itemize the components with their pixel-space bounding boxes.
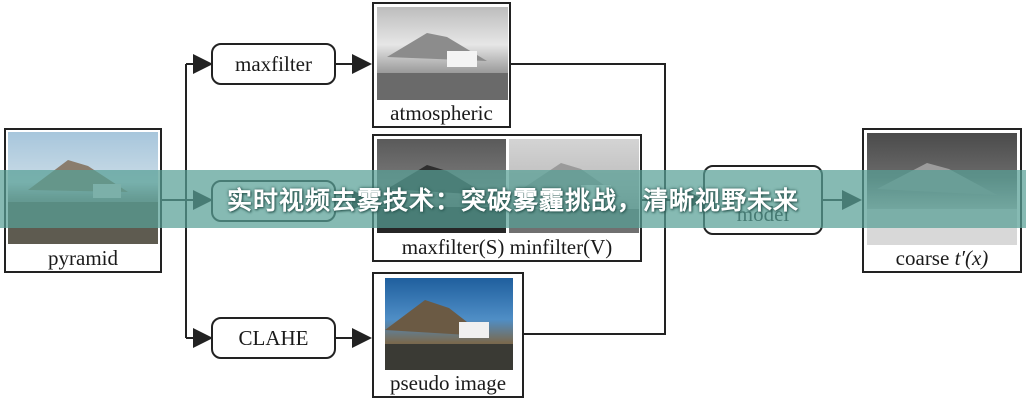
clahe-node: CLAHE bbox=[211, 317, 336, 359]
pyramid-label: pyramid bbox=[6, 245, 160, 271]
atmospheric-photo bbox=[377, 7, 508, 101]
coarse-label: coarse t′(x) bbox=[864, 245, 1020, 271]
pseudo-photo bbox=[385, 278, 513, 370]
title-banner: 实时视频去雾技术：突破雾霾挑战，清晰视野未来 bbox=[0, 170, 1026, 228]
atmospheric-label: atmospheric bbox=[374, 100, 509, 126]
pseudo-label: pseudo image bbox=[374, 370, 522, 396]
coarse-label-prefix: coarse bbox=[895, 246, 955, 270]
banner-title: 实时视频去雾技术：突破雾霾挑战，清晰视野未来 bbox=[226, 186, 799, 215]
coarse-label-math: t′(x) bbox=[954, 246, 989, 270]
atmospheric-image-box: atmospheric bbox=[372, 2, 511, 128]
sv-pair-label: maxfilter(S) minfilter(V) bbox=[374, 234, 640, 260]
maxfilter-node: maxfilter bbox=[211, 43, 336, 85]
pseudo-image-box: pseudo image bbox=[372, 272, 524, 398]
